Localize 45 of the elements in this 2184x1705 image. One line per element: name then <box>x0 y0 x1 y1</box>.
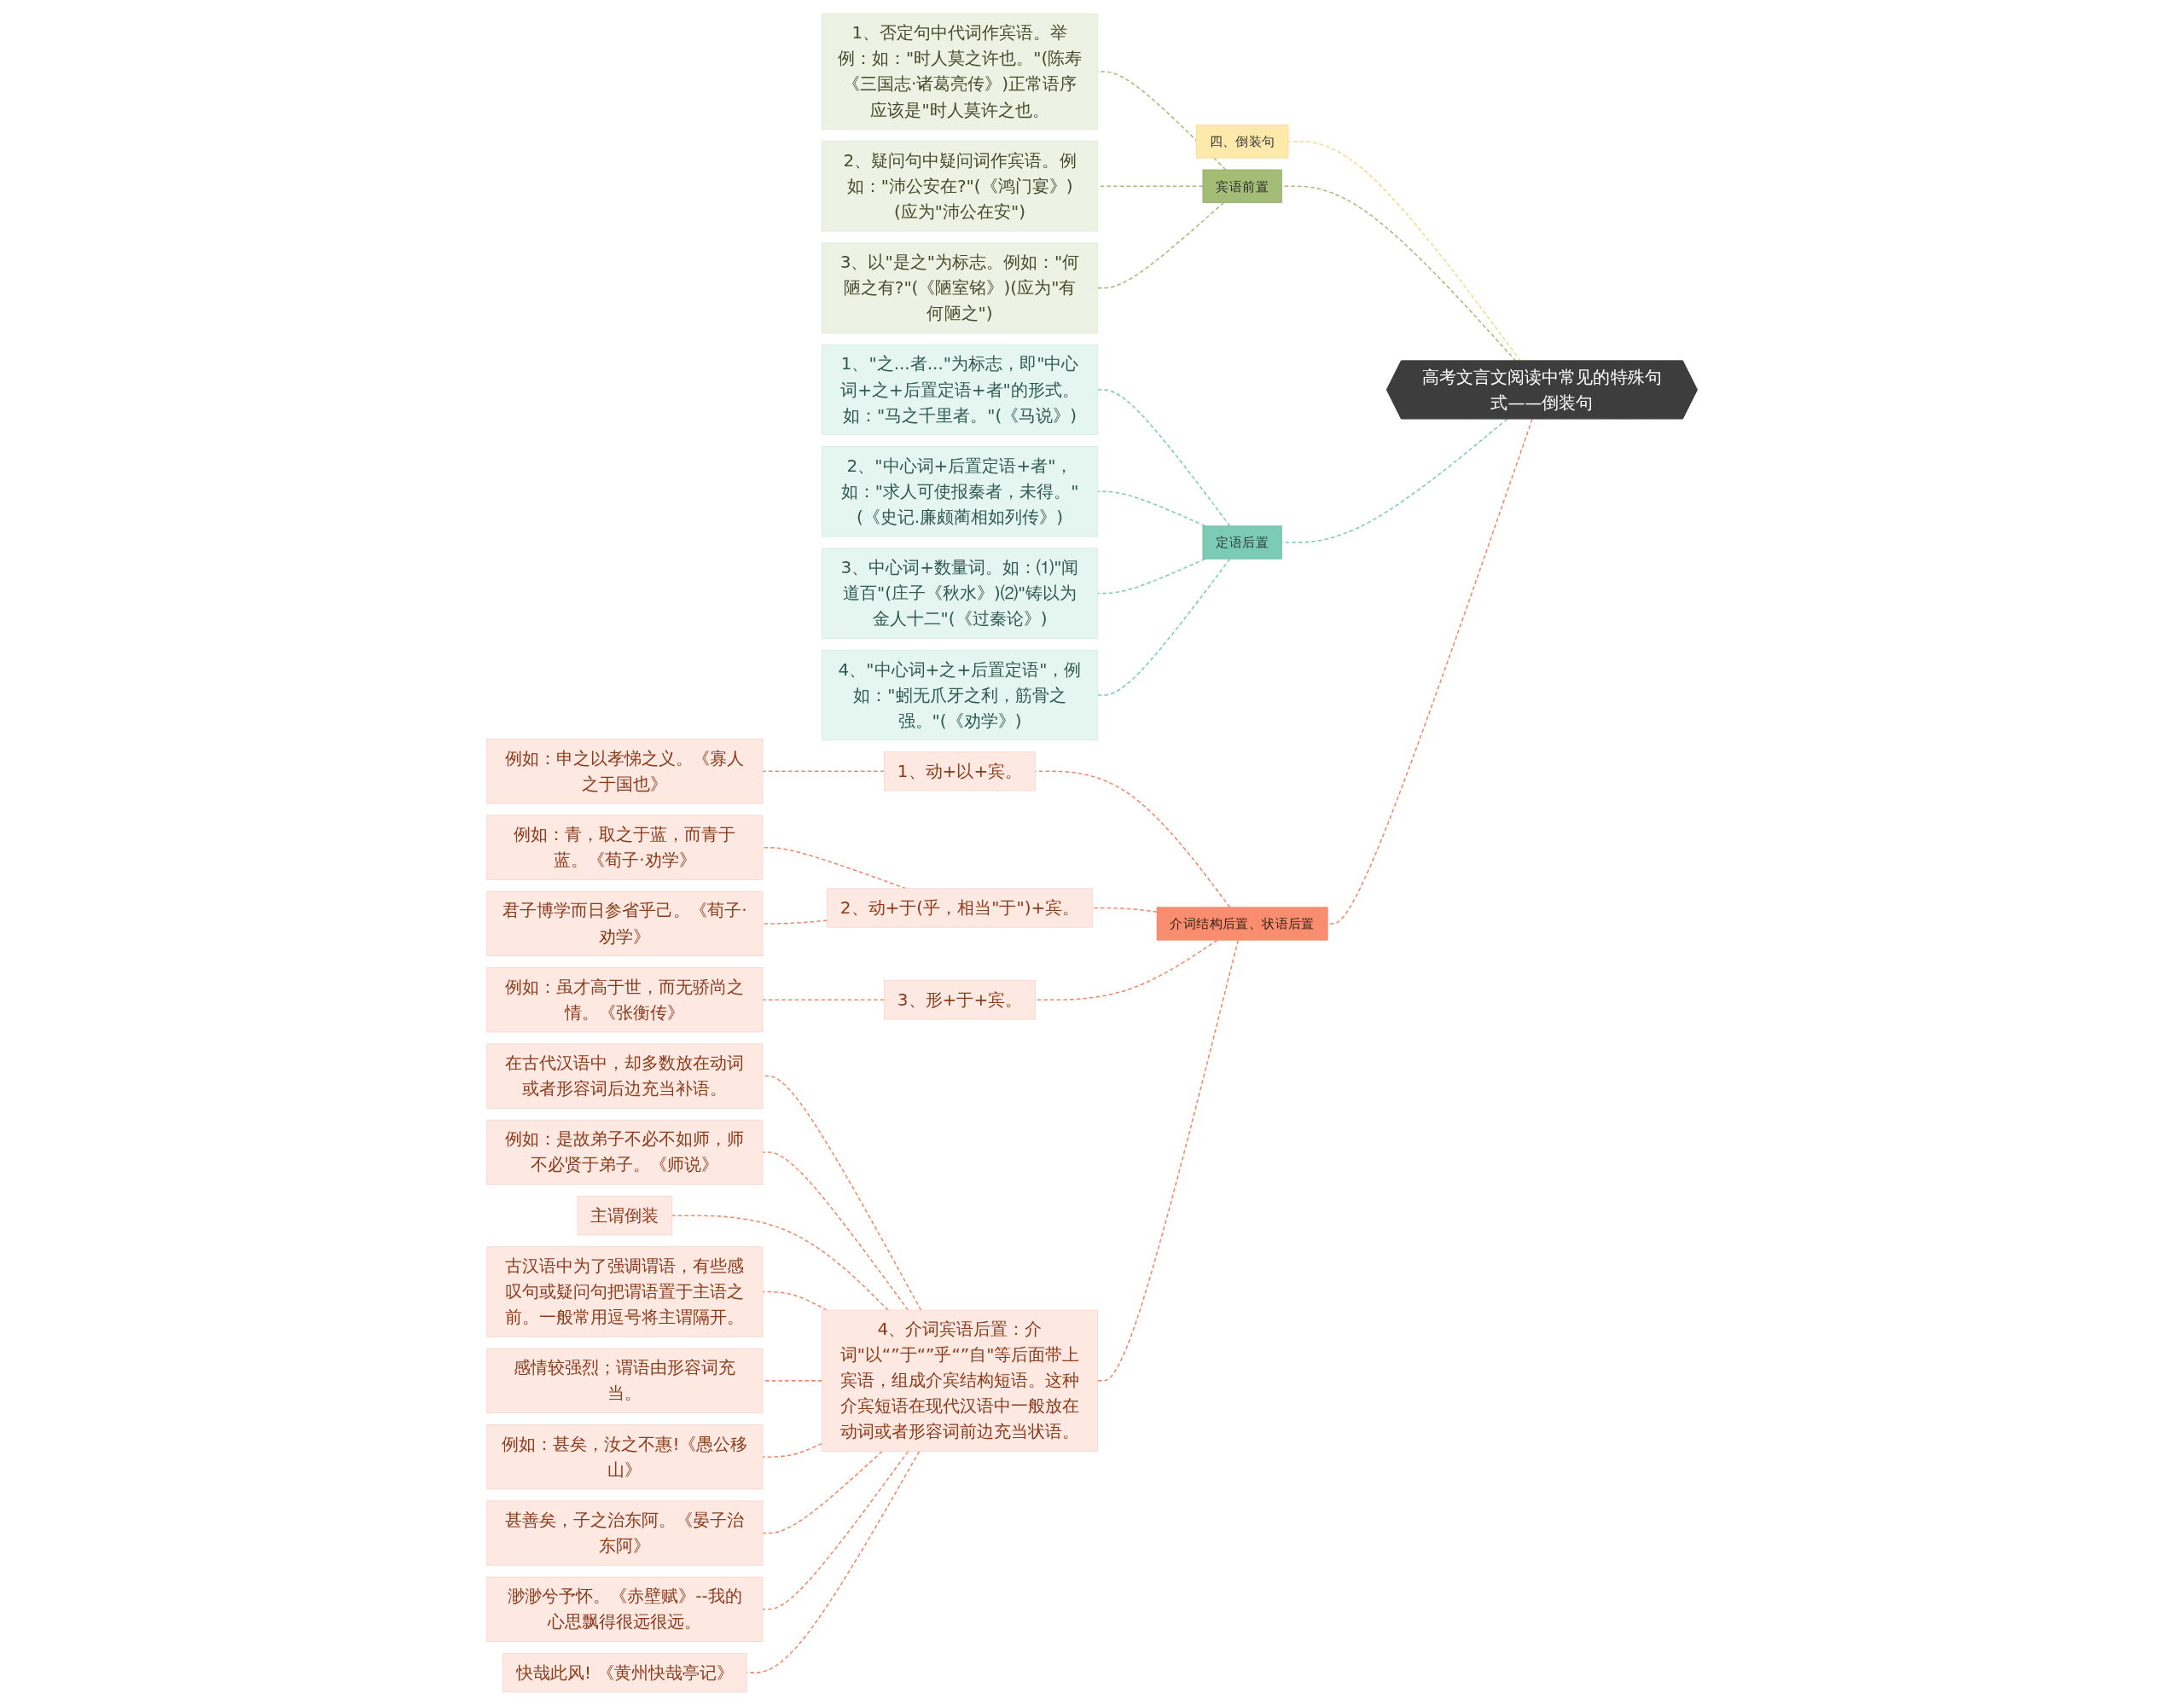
node-box: 2、动+于(乎，相当"于")+宾。 <box>827 887 1094 928</box>
node-box: 感情较强烈；谓语由形容词充当。 <box>486 1348 764 1413</box>
connector <box>1096 201 1225 288</box>
node-box: 3、形+于+宾。 <box>884 979 1037 1019</box>
node-box: 渺渺兮予怀。《赤壁赋》--我的心思飘得很远很远。 <box>486 1576 764 1642</box>
node-box: 定语后置 <box>1202 525 1282 560</box>
node-box: 3、中心词+数量词。如：⑴"闻道百"(庄子《秋水》)⑵"铸以为金人十二"(《过秦论》) <box>821 548 1099 639</box>
node-box: 1、"之...者..."为标志，即"中心词+之+后置定语+者"的形式。如："马之千里者。"(《马说》) <box>821 344 1099 435</box>
node-box: 2、"中心词+后置定语+者"，如："求人可使报秦者，未得。"(《史记.廉颇蔺相如列传》) <box>821 445 1099 536</box>
connector <box>1091 907 1158 913</box>
connector <box>762 1075 922 1311</box>
node-box: 1、否定句中代词作宾语。举例：如："时人莫之许也。"(陈寿《三国志·诸葛亮传》)正常语序应该是"时人莫许之也。 <box>821 13 1099 130</box>
node-box: 3、以"是之"为标志。例如："何陋之有?"(《陋室铭》)(应为"有何陋之") <box>821 242 1099 333</box>
node-box: 介词结构后置、状语后置 <box>1156 906 1328 941</box>
connector <box>1096 938 1240 1382</box>
connector <box>762 1450 883 1534</box>
connector <box>762 1450 909 1610</box>
node-box: 君子博学而日参省乎己。《荀子·劝学》 <box>486 890 764 956</box>
node-box: 4、介词宾语后置：介词"以“”于“”乎“”自"等后面带上宾语，组成介宾结构短语。这种介宾短语在现代汉语中一般放在动词或者形容词前边充当状语。 <box>821 1309 1099 1452</box>
node-box: 例如：甚矣，汝之不惠!《愚公移山》 <box>486 1424 764 1489</box>
connector <box>1096 557 1231 696</box>
connector <box>762 1151 909 1311</box>
node-box: 宾语前置 <box>1202 169 1282 203</box>
connector <box>671 1214 889 1311</box>
node-box: 例如：是故弟子不必不如师，师不必贤于弟子。《师说》 <box>486 1119 764 1185</box>
connector <box>1096 490 1206 526</box>
connector <box>762 919 828 925</box>
node-box: 主谓倒装 <box>577 1195 673 1235</box>
node-box: 例如：申之以孝悌之义。《寡人之于国也》 <box>486 738 764 803</box>
connector <box>1287 140 1522 362</box>
connector <box>1096 388 1231 526</box>
connector <box>762 999 886 1000</box>
node-box: 2、疑问句中疑问词作宾语。例如："沛公安在?"(《鸿门宴》)(应为"沛公在安") <box>821 140 1099 231</box>
connector <box>762 1442 823 1458</box>
connector <box>1096 557 1206 594</box>
connector <box>762 770 886 772</box>
node-box: 快哉此风! 《黄州快哉亭记》 <box>502 1652 747 1692</box>
node-box: 甚善矣，子之治东阿。《晏子治东阿》 <box>486 1499 764 1566</box>
node-box: 例如：青，取之于蓝，而青于蓝。《荀子·劝学》 <box>486 815 764 880</box>
node-box: 例如：虽才高于世，而无骄尚之情。《张衡传》 <box>486 966 764 1032</box>
node-box: 在古代汉语中，却多数放在动词或者形容词后边充当补语。 <box>486 1043 764 1109</box>
node-box: 4、"中心词+之+后置定语"，例如："蚓无爪牙之利，筋骨之强。"(《劝学》) <box>821 649 1099 740</box>
node-box: 古汉语中为了强调谓语，有些感叹句或疑问句把谓语置于主语之前。一般常用逗号将主谓隔开。 <box>486 1245 764 1337</box>
node-box: 1、动+以+宾。 <box>884 751 1037 791</box>
node-box: 四、倒装句 <box>1195 124 1289 159</box>
